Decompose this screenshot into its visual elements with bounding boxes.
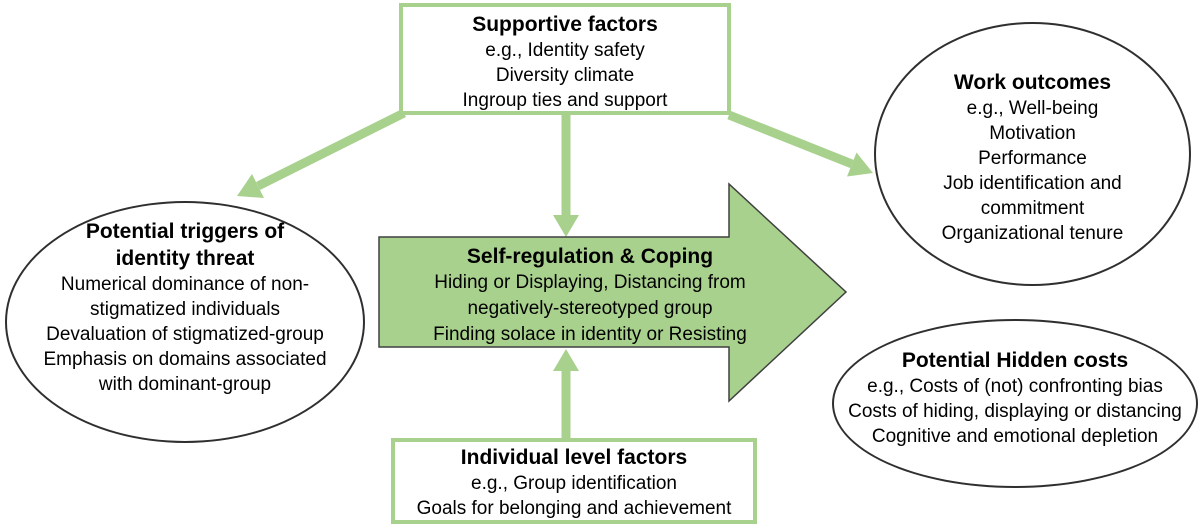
potential-hidden-costs-line: e.g., Costs of (not) confronting bias <box>867 376 1163 397</box>
supportive-factors-line: Ingroup ties and support <box>462 90 668 111</box>
node-supportive-factors: Supportive factors e.g., Identity safety… <box>399 3 731 115</box>
work-outcomes-line: Performance <box>978 148 1087 169</box>
work-outcomes-line: e.g., Well-being <box>966 98 1099 119</box>
potential-triggers-line: Numerical dominance of non-stigmatized i… <box>60 274 310 320</box>
work-outcomes-title: Work outcomes <box>953 71 1112 94</box>
self-regulation-coping-title: Self-regulation & Coping <box>466 245 714 268</box>
node-potential-hidden-costs: Potential Hidden costs e.g., Costs of (n… <box>832 319 1198 488</box>
work-outcomes-body: e.g., Well-being Motivation Performance … <box>919 96 1147 246</box>
supportive-factors-line: Diversity climate <box>495 65 635 86</box>
arrow-individual-to-coping <box>553 349 579 441</box>
supportive-factors-line: e.g., Identity safety <box>485 40 645 61</box>
work-outcomes-line: Organizational tenure <box>941 223 1124 244</box>
potential-hidden-costs-line: Cognitive and emotional depletion <box>871 426 1159 447</box>
potential-hidden-costs-title: Potential Hidden costs <box>901 349 1129 372</box>
node-individual-level-factors: Individual level factors e.g., Group ide… <box>391 438 757 524</box>
potential-triggers-line: Devaluation of stigmatized-group <box>46 324 324 345</box>
potential-triggers-line: Emphasis on domains associated with domi… <box>43 349 327 395</box>
supportive-factors-title: Supportive factors <box>472 13 658 36</box>
arrow-supportive-to-triggers <box>237 108 407 198</box>
individual-level-factors-line: Goals for belonging and achievement <box>416 498 732 519</box>
potential-triggers-title: Potential triggers of identity threat <box>85 220 285 270</box>
individual-level-factors-line: e.g., Group identification <box>471 473 677 494</box>
potential-hidden-costs-line: Costs of hiding, displaying or distancin… <box>848 401 1182 422</box>
self-regulation-coping-line: Hiding or Displaying, Distancing from ne… <box>434 272 746 319</box>
work-outcomes-line: Job identification and commitment <box>943 173 1122 219</box>
individual-level-factors-title: Individual level factors <box>460 446 688 469</box>
arrow-supportive-to-work-outcomes <box>727 110 873 177</box>
work-outcomes-line: Motivation <box>989 123 1076 144</box>
arrow-supportive-to-coping <box>553 112 579 237</box>
node-self-regulation-coping: Self-regulation & Coping Hiding or Displ… <box>398 243 782 348</box>
potential-triggers-body: Numerical dominance of non-stigmatized i… <box>29 272 341 397</box>
node-potential-triggers: Potential triggers of identity threat Nu… <box>5 201 365 443</box>
coping-arrow-shape <box>378 182 848 403</box>
node-work-outcomes: Work outcomes e.g., Well-being Motivatio… <box>874 22 1191 286</box>
self-regulation-coping-line: Finding solace in identity or Resisting <box>433 324 747 345</box>
